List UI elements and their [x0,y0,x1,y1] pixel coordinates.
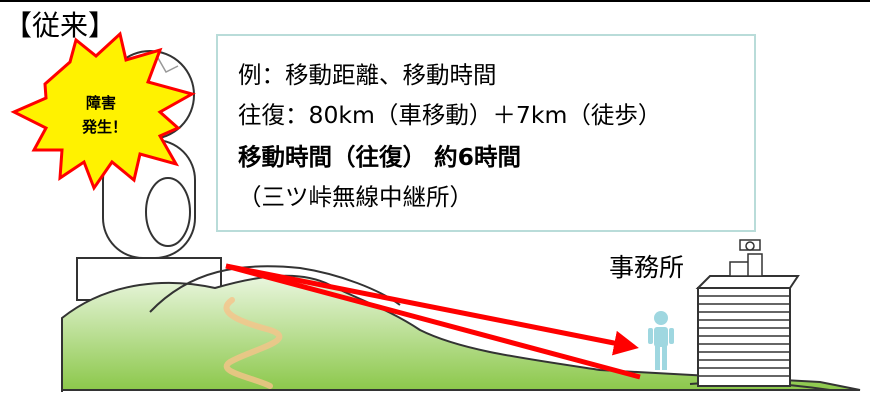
info-line-location: （三ツ峠無線中継所） [238,183,473,211]
alert-text-line1: 障害 [86,94,117,112]
office-label: 事務所 [609,253,685,282]
info-line-travel-time: 移動時間（往復） 約6時間 [238,143,522,171]
worker-icon [648,311,674,370]
info-box: 例：移動距離、移動時間 往復：80km（車移動）＋7km（徒歩） 移動時間（往復… [216,34,756,232]
page-title: 【従来】 [4,9,117,42]
round-trip-route [225,263,641,380]
alert-text-line2: 発生！ [82,118,128,136]
office-building-icon [695,239,800,387]
mountain-trail [223,297,283,389]
info-line-distance: 往復：80km（車移動）＋7km（徒歩） [238,101,662,129]
info-line-example: 例：移動距離、移動時間 [238,61,497,89]
alert-burst-icon [10,31,196,192]
